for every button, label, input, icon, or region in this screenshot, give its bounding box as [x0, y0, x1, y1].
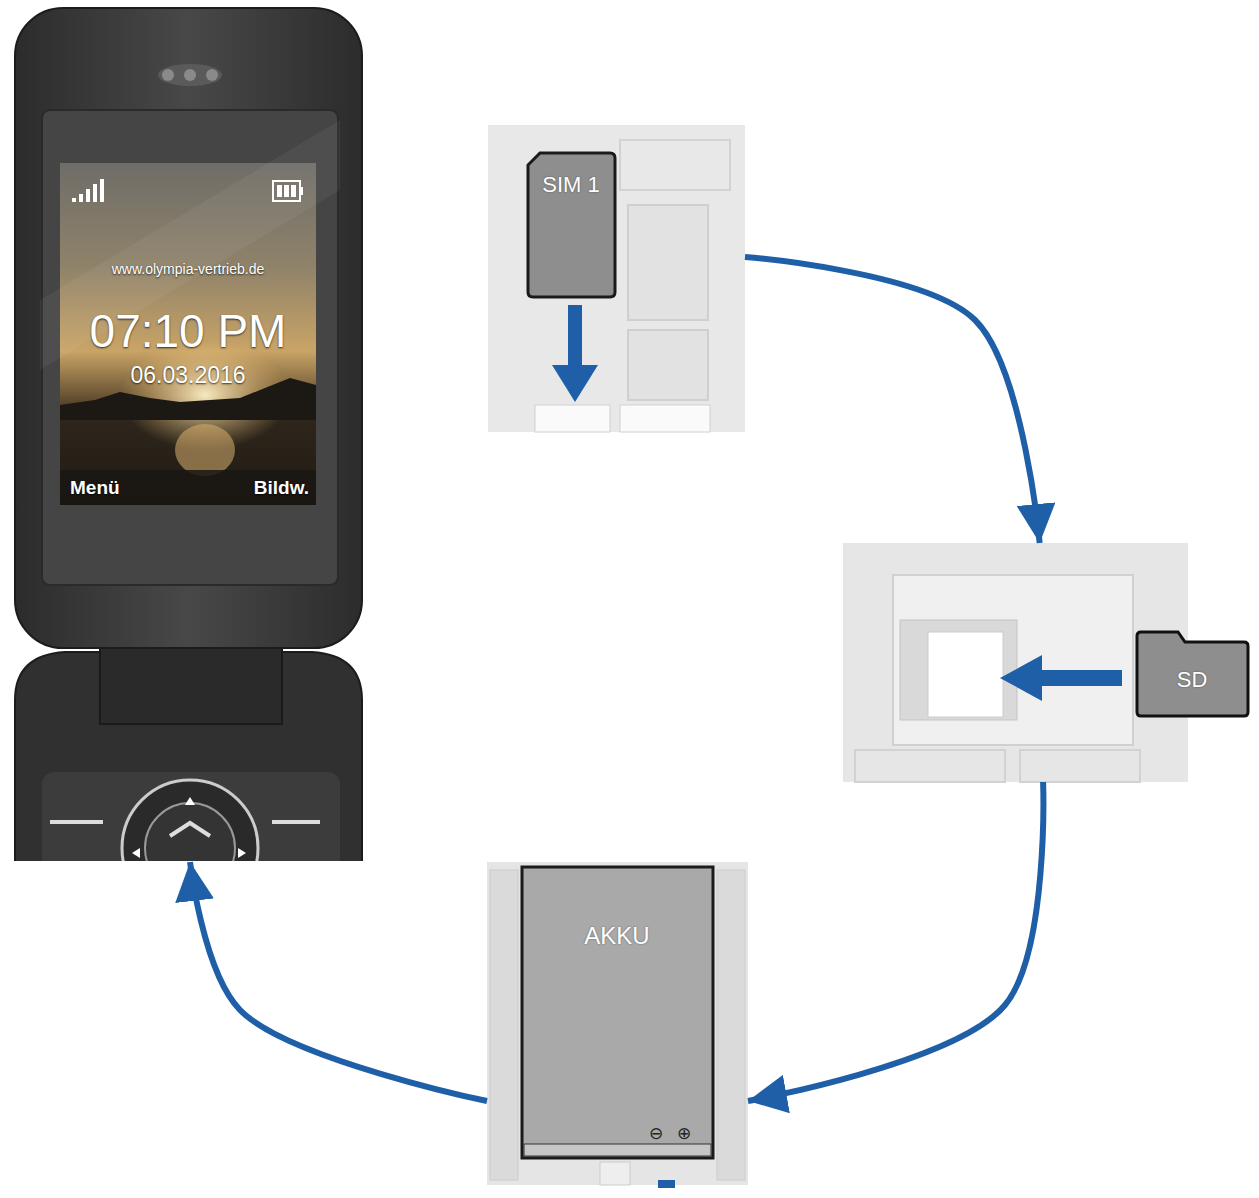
- tray-slot: [620, 405, 710, 432]
- battery: [522, 867, 713, 1158]
- node-text: SIM 1: [542, 173, 599, 197]
- sim-panel-illustration: [488, 125, 745, 432]
- minus-terminal: ⊖: [649, 1125, 663, 1144]
- battery-contacts: [524, 1144, 711, 1156]
- nav-triangle: [185, 797, 195, 805]
- earpiece-dot: [162, 69, 174, 81]
- screen-bezel: [42, 110, 338, 585]
- node-text: 07:10 PM: [90, 306, 287, 357]
- sd-card: [1137, 632, 1248, 716]
- phone-illustration: [15, 8, 362, 861]
- sd-panel-illustration: [843, 543, 1248, 782]
- tray-outline: [1020, 750, 1140, 782]
- sd-slot: [900, 620, 1017, 720]
- sim-card: [528, 153, 615, 297]
- tray-outline: [855, 750, 1005, 782]
- bay-rail: [717, 870, 745, 1180]
- tray-outline: [620, 140, 730, 190]
- insert-arrow-head: [552, 365, 598, 402]
- glass-shine: [40, 120, 340, 370]
- tray-slot: [628, 330, 708, 400]
- nav-center: [145, 803, 235, 861]
- sun-reflection: [175, 424, 235, 476]
- node-text: AKKU: [584, 923, 649, 949]
- battery-icon: [273, 181, 303, 201]
- signal-icon: [72, 179, 104, 202]
- insert-arrow: [568, 305, 582, 367]
- sim-tray: [488, 125, 745, 432]
- node-text: SD: [1177, 668, 1208, 692]
- earpiece-dot: [184, 69, 196, 81]
- battery-bay: [487, 862, 748, 1185]
- sd-slot-inner: [928, 632, 1003, 717]
- bay-rail: [490, 870, 518, 1180]
- plus-terminal: ⊕: [677, 1125, 691, 1144]
- softkey: [272, 820, 320, 824]
- nav-chevron: [170, 823, 210, 836]
- phone-lid: [15, 8, 362, 648]
- insert-arrow-head: [1000, 655, 1042, 701]
- nav-triangle: [238, 848, 246, 858]
- softkey-bar: [60, 470, 316, 505]
- tray-outline: [893, 575, 1133, 745]
- tray-slot: [628, 205, 708, 320]
- node-text: Menü: [70, 478, 120, 499]
- battery-panel: AKKU: [487, 862, 748, 1185]
- flow-arrow: [190, 862, 487, 1101]
- earpiece: [158, 64, 222, 86]
- tray-slot: [535, 405, 610, 432]
- phone: www.olympia-vertrieb.de 07:10 PM 06.03.201…: [15, 0, 363, 862]
- insert-arrow: [1040, 670, 1122, 686]
- sd-panel: SD: [843, 543, 1188, 782]
- sim-panel: SIM 1: [488, 125, 745, 432]
- battery-panel-illustration: [487, 862, 748, 1188]
- nav-triangle: [132, 848, 140, 858]
- bay-mark: [658, 1180, 675, 1188]
- nav-ring: [122, 780, 258, 861]
- flow-arrow: [745, 257, 1040, 543]
- bay-contact: [600, 1162, 630, 1185]
- node-text: Bildw.: [254, 478, 309, 499]
- softkey: [50, 820, 103, 824]
- node-text: 06.03.2016: [130, 363, 245, 388]
- earpiece-dot: [206, 69, 218, 81]
- flow-arrow: [748, 782, 1043, 1101]
- node-text: www.olympia-vertrieb.de: [112, 262, 265, 277]
